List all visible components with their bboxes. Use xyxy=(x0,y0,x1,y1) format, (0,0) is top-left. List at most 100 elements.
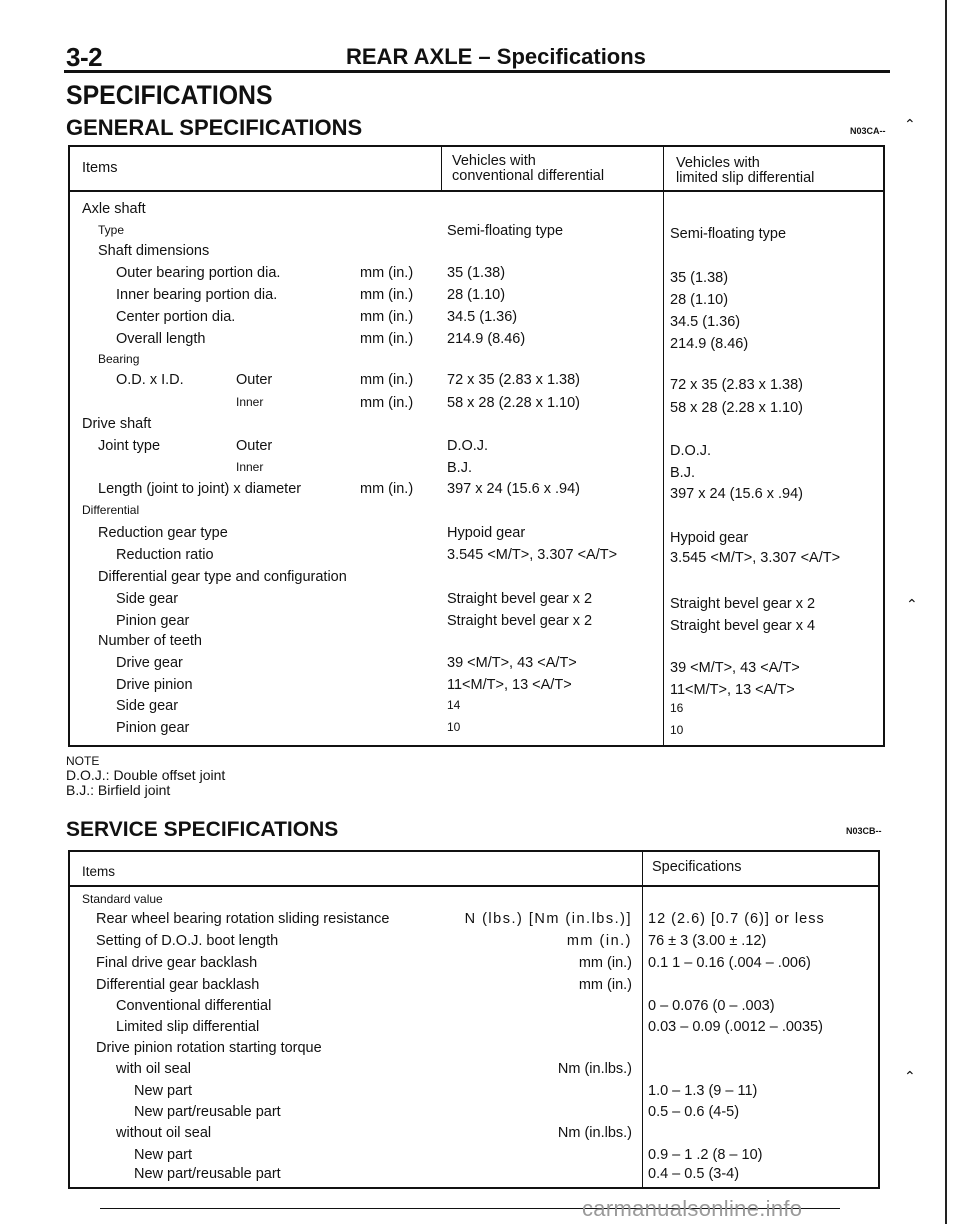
row-unit: mm (in.) xyxy=(360,372,414,388)
service-row-label: New part xyxy=(134,1147,193,1163)
row-label: Pinion gear xyxy=(116,720,190,736)
value-conventional: B.J. xyxy=(447,460,472,476)
value-conventional: 58 x 28 (2.28 x 1.10) xyxy=(447,395,580,411)
table-border-top xyxy=(68,850,880,852)
header-lsd-line2: limited slip differential xyxy=(676,170,815,186)
page-number: 3-2 xyxy=(66,42,103,72)
row-label: Drive pinion xyxy=(116,677,193,693)
service-row-unit: N (lbs.) [Nm (in.lbs.)] xyxy=(464,911,632,927)
row-label: Differential gear type and configuration xyxy=(98,569,347,585)
service-section-code: N03CB-- xyxy=(846,826,882,836)
header-rule xyxy=(64,70,890,73)
table-border-left xyxy=(68,145,70,747)
service-row-label: Setting of D.O.J. boot length xyxy=(96,933,279,949)
service-row-unit: mm (in.) xyxy=(578,955,632,971)
table-border-left xyxy=(68,850,70,1189)
row-unit: mm (in.) xyxy=(360,395,414,411)
value-limited-slip: 35 (1.38) xyxy=(670,270,729,286)
row-label: Bearing xyxy=(98,352,140,366)
table-border-top xyxy=(68,145,885,147)
service-row-value: 76 ± 3 (3.00 ± .12) xyxy=(648,933,767,949)
value-conventional: 39 <M/T>, 43 <A/T> xyxy=(447,655,577,671)
value-conventional: 397 x 24 (15.6 x .94) xyxy=(447,481,580,497)
value-conventional: 3.545 <M/T>, 3.307 <A/T> xyxy=(447,547,618,563)
margin-mark: ⌃ xyxy=(904,116,916,132)
value-conventional: 72 x 35 (2.83 x 1.38) xyxy=(447,372,580,388)
service-row-value: 0.5 – 0.6 (4-5) xyxy=(648,1104,740,1120)
row-unit: mm (in.) xyxy=(360,309,414,325)
service-row-label: New part/reusable part xyxy=(134,1104,281,1120)
service-row-unit: mm (in.) xyxy=(566,933,632,949)
service-row-value: 0.4 – 0.5 (3-4) xyxy=(648,1166,740,1182)
watermark: carmanualsonline.info xyxy=(582,1196,803,1221)
table-col-divider-2 xyxy=(663,145,664,747)
value-conventional: Semi-floating type xyxy=(447,223,564,239)
row-label: Side gear xyxy=(116,591,179,607)
value-limited-slip: 39 <M/T>, 43 <A/T> xyxy=(670,660,800,676)
specifications-heading: SPECIFICATIONS xyxy=(66,80,273,110)
table-col-divider-header-1 xyxy=(441,145,442,190)
row-label: Joint type xyxy=(98,438,161,454)
value-limited-slip: B.J. xyxy=(670,465,695,481)
row-label: Reduction ratio xyxy=(116,547,214,563)
page-edge-line xyxy=(945,0,947,1224)
value-limited-slip: D.O.J. xyxy=(670,443,712,459)
value-limited-slip: 34.5 (1.36) xyxy=(670,314,741,330)
row-label: Differential xyxy=(82,503,140,517)
row-label: Number of teeth xyxy=(98,633,202,649)
value-conventional: 28 (1.10) xyxy=(447,287,506,303)
value-limited-slip: 10 xyxy=(670,723,684,737)
table-border-bottom xyxy=(68,1187,880,1189)
row-label: Type xyxy=(98,223,125,237)
service-specifications-heading: SERVICE SPECIFICATIONS xyxy=(66,818,339,841)
note-line: B.J.: Birfield joint xyxy=(66,782,171,798)
value-limited-slip: 72 x 35 (2.83 x 1.38) xyxy=(670,377,803,393)
row-unit: mm (in.) xyxy=(360,287,414,303)
value-conventional: Hypoid gear xyxy=(447,525,526,541)
row-label: Pinion gear xyxy=(116,613,190,629)
row-unit: mm (in.) xyxy=(360,265,414,281)
value-limited-slip: 16 xyxy=(670,701,684,715)
row-label: Drive gear xyxy=(116,655,183,671)
general-specifications-heading: GENERAL SPECIFICATIONS xyxy=(66,115,363,140)
value-conventional: 11<M/T>, 13 <A/T> xyxy=(447,677,572,693)
table-border-bottom xyxy=(68,745,885,747)
service-row-label: Conventional differential xyxy=(116,998,272,1014)
service-row-label: with oil seal xyxy=(116,1061,191,1077)
table-border-right xyxy=(883,145,885,747)
value-conventional: 214.9 (8.46) xyxy=(447,331,526,347)
service-row-label: Limited slip differential xyxy=(116,1019,260,1035)
footer-rule xyxy=(100,1208,840,1209)
row-label: Outer bearing portion dia. xyxy=(116,265,281,281)
row-label: Length (joint to joint) x diameter xyxy=(98,481,302,497)
table-border-right xyxy=(878,850,880,1189)
service-row-label: Drive pinion rotation starting torque xyxy=(96,1040,322,1056)
value-conventional: Straight bevel gear x 2 xyxy=(447,613,593,629)
row-label: Overall length xyxy=(116,331,206,347)
note-title: NOTE xyxy=(66,754,100,768)
row-label: Center portion dia. xyxy=(116,309,236,325)
value-limited-slip: 28 (1.10) xyxy=(670,292,729,308)
row-label: Reduction gear type xyxy=(98,525,228,541)
value-conventional: D.O.J. xyxy=(447,438,489,454)
table-header-divider xyxy=(68,885,880,887)
value-limited-slip: Straight bevel gear x 2 xyxy=(670,596,816,612)
service-header-items: Items xyxy=(82,864,116,879)
row-sublabel: Outer xyxy=(236,372,273,388)
service-row-value: 0.9 – 1 .2 (8 – 10) xyxy=(648,1147,763,1163)
general-section-code: N03CA-- xyxy=(850,126,886,136)
row-label: Axle shaft xyxy=(82,201,146,217)
row-label: Drive shaft xyxy=(82,416,152,432)
service-row-label: New part/reusable part xyxy=(134,1166,281,1182)
value-conventional: 10 xyxy=(447,720,461,734)
row-unit: mm (in.) xyxy=(360,331,414,347)
table-col-divider xyxy=(642,850,643,1189)
row-label: Inner bearing portion dia. xyxy=(116,287,278,303)
value-conventional: 14 xyxy=(447,698,461,712)
service-row-value: 1.0 – 1.3 (9 – 11) xyxy=(648,1083,758,1099)
page-header-title: REAR AXLE – Specifications xyxy=(346,44,646,69)
row-sublabel: Inner xyxy=(236,395,264,409)
header-conventional-line1: Vehicles with xyxy=(452,153,536,169)
service-row-value: 12 (2.6) [0.7 (6)] or less xyxy=(648,911,825,927)
note-line: D.O.J.: Double offset joint xyxy=(66,767,226,783)
